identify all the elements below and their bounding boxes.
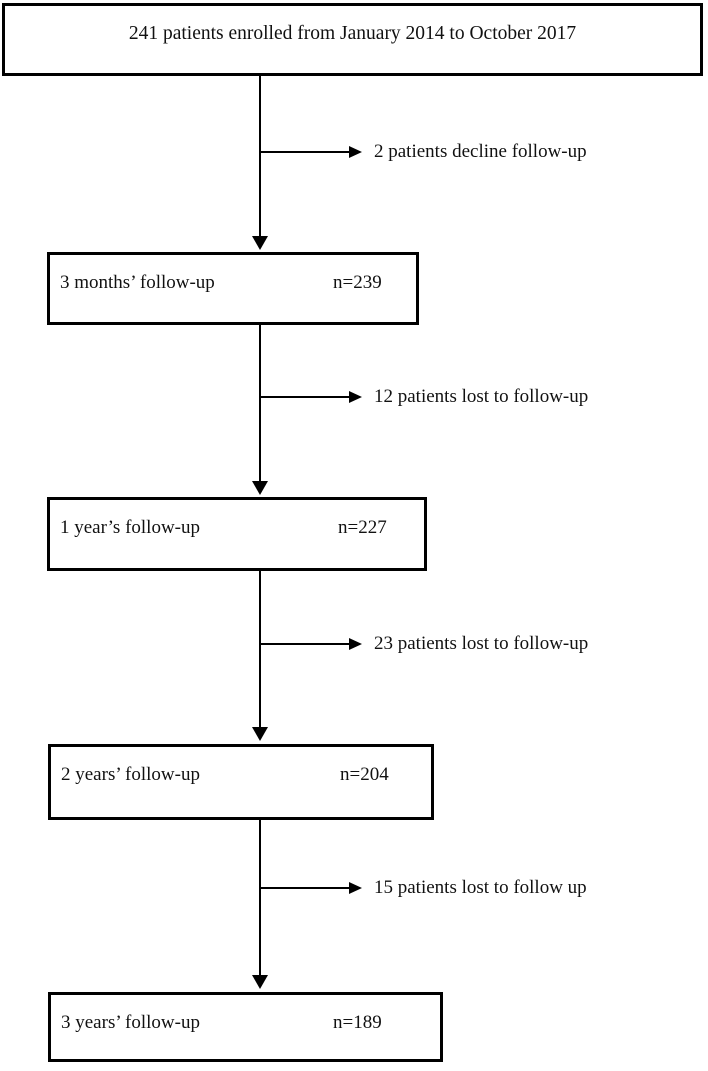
trunk-line-1 [259, 76, 261, 238]
trunk-line-4 [259, 820, 261, 977]
attrition-label-1: 2 patients decline follow-up [374, 141, 587, 162]
branch-arrowhead-1 [349, 146, 362, 158]
stage-label-3-months: 3 months’ follow-up [60, 272, 215, 293]
branch-arrowhead-2 [349, 391, 362, 403]
trunk-arrowhead-1 [252, 236, 268, 250]
stage-count-3-years: n=189 [333, 1012, 382, 1033]
stage-box-3-months: 3 months’ follow-up n=239 [47, 252, 419, 325]
stage-box-2-years: 2 years’ follow-up n=204 [48, 744, 434, 820]
branch-arrowhead-3 [349, 638, 362, 650]
stage-count-1-year: n=227 [338, 517, 387, 538]
stage-count-3-months: n=239 [333, 272, 382, 293]
trunk-arrowhead-2 [252, 481, 268, 495]
stage-label-3-years: 3 years’ follow-up [61, 1012, 200, 1033]
trunk-arrowhead-3 [252, 727, 268, 741]
stage-count-2-years: n=204 [340, 764, 389, 785]
enrollment-box-label: 241 patients enrolled from January 2014 … [128, 23, 577, 44]
attrition-label-4: 15 patients lost to follow up [374, 877, 587, 898]
stage-box-1-year: 1 year’s follow-up n=227 [47, 497, 427, 571]
stage-box-3-years: 3 years’ follow-up n=189 [48, 992, 443, 1062]
attrition-label-3: 23 patients lost to follow-up [374, 633, 589, 654]
branch-arrowhead-4 [349, 882, 362, 894]
trunk-arrowhead-4 [252, 975, 268, 989]
attrition-label-2: 12 patients lost to follow-up [374, 386, 589, 407]
stage-label-2-years: 2 years’ follow-up [61, 764, 200, 785]
branch-line-3 [260, 643, 352, 645]
branch-line-4 [260, 887, 352, 889]
enrollment-box: 241 patients enrolled from January 2014 … [2, 3, 703, 76]
trunk-line-3 [259, 571, 261, 729]
branch-line-1 [260, 151, 352, 153]
trunk-line-2 [259, 325, 261, 483]
branch-line-2 [260, 396, 352, 398]
stage-label-1-year: 1 year’s follow-up [60, 517, 201, 538]
